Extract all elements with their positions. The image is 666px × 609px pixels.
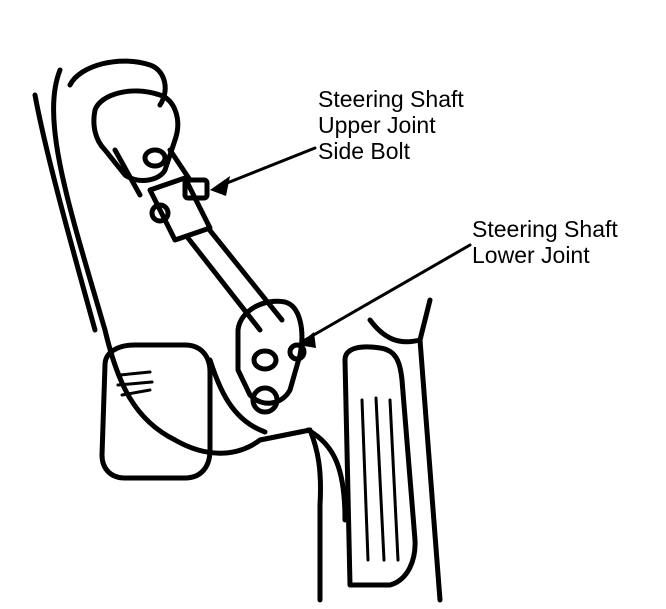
callout-line: Steering Shaft (472, 216, 618, 242)
accelerator-pedal (342, 344, 418, 588)
pedal-arm (367, 297, 443, 603)
lower-shaft-end (250, 385, 280, 415)
upper-joint-clamp (147, 175, 213, 243)
upper-joint-housing (91, 88, 181, 183)
upper-arrowhead (210, 176, 230, 196)
lower-yoke-hole (251, 348, 279, 372)
callout-upper-joint-side-bolt: Steering Shaft Upper Joint Side Bolt (318, 86, 464, 164)
firewall-edge (207, 357, 268, 435)
side-bolt (182, 177, 210, 201)
callout-lower-joint: Steering Shaft Lower Joint (472, 216, 618, 268)
floor-edge (305, 427, 348, 523)
steering-column-end (67, 58, 168, 108)
callout-line: Side Bolt (318, 138, 411, 164)
upper-bolt-head (149, 202, 171, 224)
intermediate-shaft (185, 225, 285, 333)
brake-pedal-tread (116, 370, 154, 397)
brake-pedal (99, 342, 213, 481)
accelerator-ribs (360, 396, 400, 562)
callout-line: Steering Shaft (318, 86, 464, 112)
lower-arrowhead (298, 332, 316, 348)
callout-line: Upper Joint (318, 112, 436, 138)
lower-joint-bolt (287, 342, 307, 362)
dash-panel-inner (32, 92, 98, 333)
callout-line: Lower Joint (472, 242, 590, 268)
upper-leader-line (220, 146, 317, 187)
lower-leader-line (303, 243, 472, 342)
lower-joint-housing (235, 298, 305, 406)
dash-panel-outline (51, 67, 323, 603)
upper-yoke-hole (142, 147, 168, 169)
upper-yoke (112, 147, 193, 198)
